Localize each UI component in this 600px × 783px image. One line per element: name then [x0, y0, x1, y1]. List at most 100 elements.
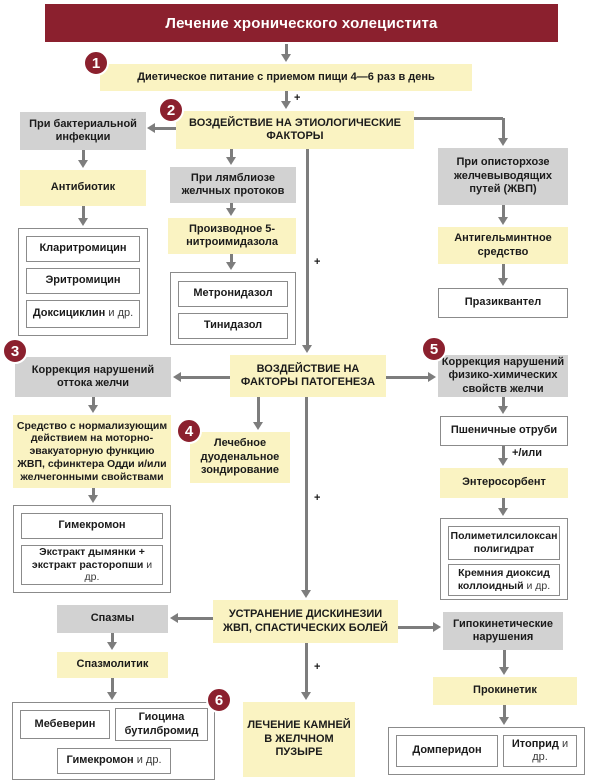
flow-arrow-head — [498, 217, 508, 225]
node-antibiotic: Антибиотик — [20, 170, 146, 206]
node-metronidazole: Метронидазол — [178, 281, 288, 307]
drug-name: Итоприд — [511, 737, 559, 750]
flow-arrow-line — [180, 375, 230, 379]
flow-arrow-line — [229, 254, 233, 263]
flow-arrow-line — [502, 705, 506, 718]
node-polymethylsiloxane: Полиметилсилоксан полигидрат — [448, 526, 560, 560]
flow-arrow-line — [414, 116, 503, 120]
node-praziquantel: Празиквантел — [438, 288, 568, 318]
flow-arrow-line — [501, 498, 505, 509]
etc-label: и др. — [532, 737, 569, 763]
flow-arrow-line — [304, 643, 308, 693]
step-badge-2: 2 — [158, 97, 184, 123]
flow-arrow-line — [304, 397, 308, 591]
plus-label: + — [314, 492, 321, 504]
flow-arrow-line — [284, 91, 288, 102]
flow-arrow-line — [91, 397, 95, 406]
flow-arrow-head — [107, 642, 117, 650]
node-physicochemical: Коррекция нарушений физико-химических св… — [438, 355, 568, 397]
step-badge-3: 3 — [2, 338, 28, 364]
plus-label: + — [314, 256, 321, 268]
flow-arrow-head — [498, 458, 508, 466]
node-spasms: Спазмы — [57, 605, 168, 633]
flow-arrow-line — [501, 446, 505, 459]
node-bacterial-infection: При бактериальной инфекции — [20, 112, 146, 150]
plus-label: + — [294, 92, 301, 104]
node-domperidone: Домперидон — [396, 735, 498, 767]
node-duodenal-intubation: Лечебное дуоденальное зондирование — [190, 432, 290, 483]
node-giardiasis: При лямблиозе желчных протоков — [170, 167, 296, 203]
flow-arrow-line — [81, 150, 85, 161]
node-enterosorbent: Энтеросорбент — [440, 468, 568, 498]
flow-arrow-head — [78, 160, 88, 168]
flow-arrow-head — [226, 208, 236, 216]
etc-label: и др. — [526, 580, 551, 592]
etc-label: и др. — [84, 558, 153, 584]
drug-name: Гимекромон — [66, 754, 134, 767]
flow-arrow-line — [386, 375, 429, 379]
flow-arrow-line — [177, 616, 213, 620]
step-badge-6: 6 — [206, 687, 232, 713]
flow-arrow-line — [284, 44, 288, 55]
flow-arrow-head — [226, 157, 236, 165]
node-opisthorchiasis: При описторхозе желчевыводящих путей (ЖВ… — [438, 148, 568, 205]
flow-arrow-head — [301, 590, 311, 598]
flow-arrow-head — [433, 622, 441, 632]
flow-arrow-head — [147, 123, 155, 133]
drug-name: Экстракт дымянки + экстракт расторопши — [31, 545, 145, 571]
flow-arrow-line — [229, 203, 233, 209]
step-badge-5: 5 — [421, 336, 447, 362]
node-colloidal-silica: Кремния диоксид коллоидный и др. — [448, 564, 560, 596]
step-badge-1: 1 — [83, 50, 109, 76]
etc-label: и др. — [136, 754, 162, 767]
flow-arrow-head — [498, 278, 508, 286]
flow-arrow-head — [498, 138, 508, 146]
node-hymecromone-2: Гимекромон и др. — [57, 748, 171, 774]
node-doxycycline: Доксициклин и др. — [26, 300, 140, 328]
node-hypokinetic: Гипокинетические нарушения — [443, 612, 563, 650]
node-prokinetic: Прокинетик — [433, 677, 577, 705]
node-anthelmintic: Антигельминтное средство — [438, 227, 568, 264]
flow-arrow-line — [256, 397, 260, 423]
flow-arrow-line — [110, 678, 114, 693]
flow-arrow-line — [305, 149, 309, 346]
plus-or-label: +/или — [512, 447, 542, 459]
flow-arrow-head — [78, 218, 88, 226]
flow-arrow-head — [170, 613, 178, 623]
node-wheat-bran: Пшеничные отруби — [440, 416, 568, 446]
flow-arrow-head — [107, 692, 117, 700]
flow-arrow-line — [501, 264, 505, 279]
plus-label: + — [314, 661, 321, 673]
flow-arrow-line — [501, 205, 505, 218]
node-spasmolytic: Спазмолитик — [57, 652, 168, 678]
flow-arrow-head — [253, 422, 263, 430]
node-nitroimidazole: Производное 5-нитроимидазола — [168, 218, 296, 254]
flow-arrow-head — [302, 345, 312, 353]
flow-arrow-head — [499, 717, 509, 725]
node-itopride: Итоприд и др. — [503, 735, 577, 767]
flow-arrow-line — [229, 149, 233, 158]
node-erythromycin: Эритромицин — [26, 268, 140, 294]
flow-arrow-head — [498, 508, 508, 516]
node-hyoscine-butylbromide: Гиоцина бутилбромид — [115, 708, 208, 741]
node-clarithromycin: Кларитромицин — [26, 236, 140, 262]
flow-arrow-line — [502, 650, 506, 668]
flow-arrow-head — [281, 101, 291, 109]
flow-arrow-head — [226, 262, 236, 270]
node-fumitory-extract: Экстракт дымянки + экстракт расторопши и… — [21, 545, 163, 585]
flow-arrow-line — [154, 126, 176, 130]
node-normalizing-agent: Средство с нормализующим действием на мо… — [13, 415, 171, 488]
node-diet: Диетическое питание с приемом пищи 4—6 р… — [100, 64, 472, 91]
flow-arrow-head — [499, 667, 509, 675]
node-pathogenesis-factors: ВОЗДЕЙСТВИЕ НА ФАКТОРЫ ПАТОГЕНЕЗА — [230, 355, 386, 397]
page-title: Лечение хронического холецистита — [45, 4, 558, 42]
node-tinidazole: Тинидазол — [178, 313, 288, 339]
flow-arrow-head — [428, 372, 436, 382]
flow-arrow-head — [88, 405, 98, 413]
flow-arrow-line — [398, 625, 434, 629]
flow-arrow-head — [498, 406, 508, 414]
flow-arrow-line — [501, 118, 505, 139]
node-gallstone-treatment: ЛЕЧЕНИЕ КАМНЕЙ В ЖЕЛЧНОМ ПУЗЫРЕ — [243, 702, 355, 777]
node-hymecromone: Гимекромон — [21, 513, 163, 539]
